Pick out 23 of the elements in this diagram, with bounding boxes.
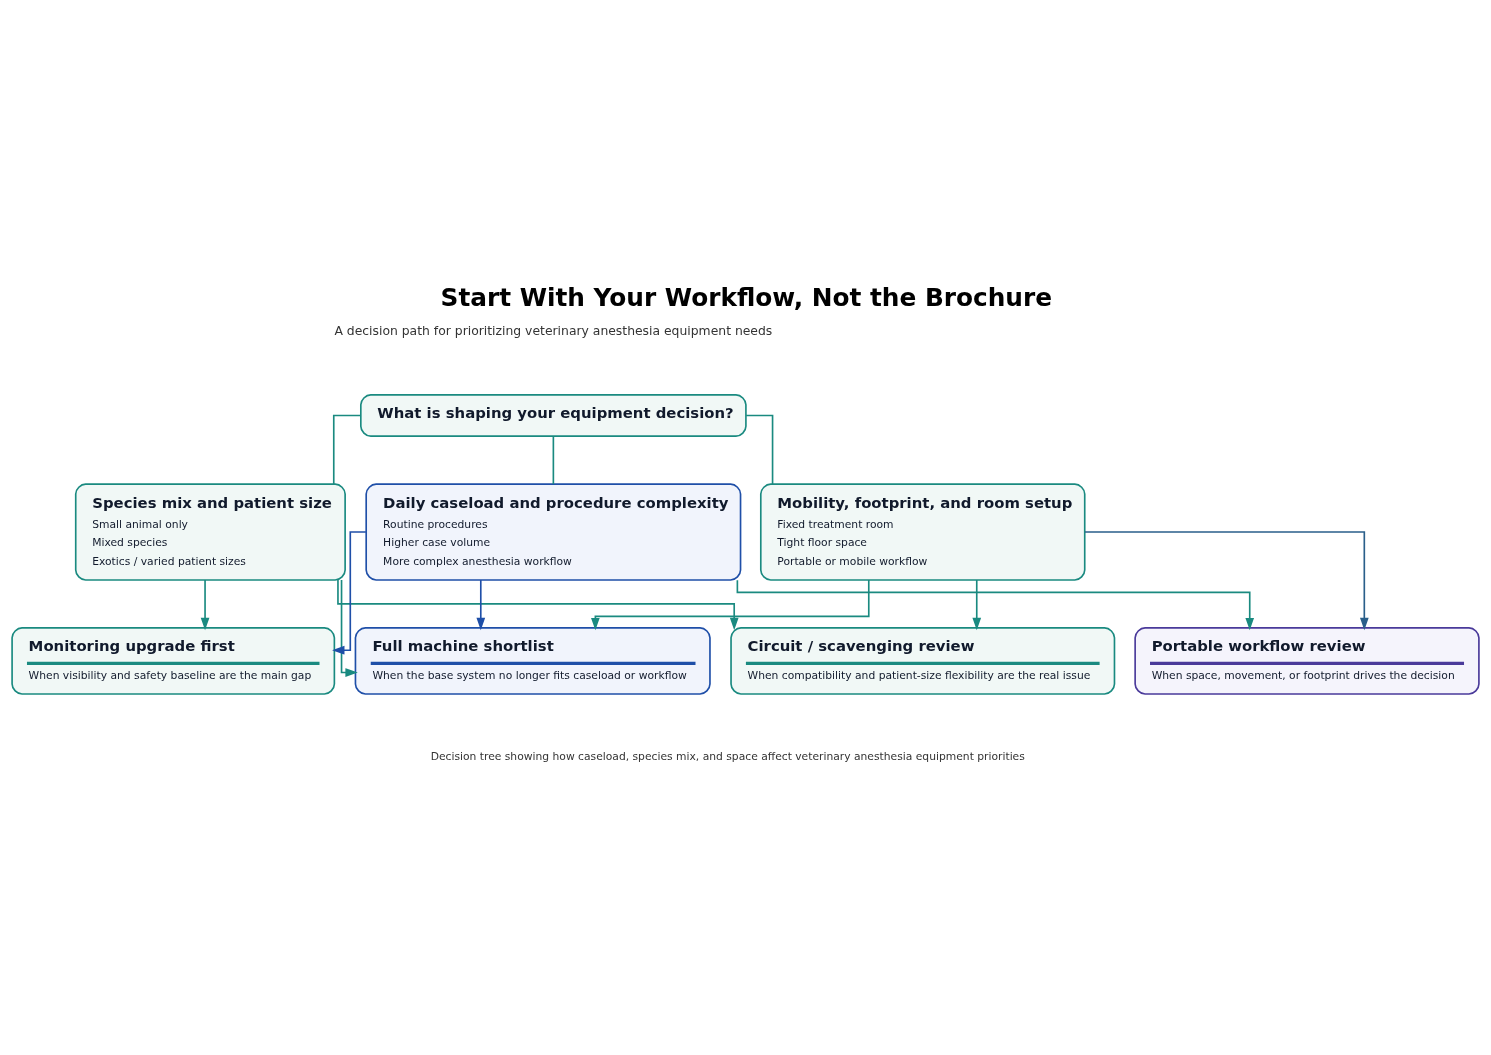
node-box: Circuit / scavenging review When compatibility and patient-size flexibility are the real issue	[730, 627, 1116, 695]
node-box: Full machine shortlist When the base system no longer fits caseload or workflow	[354, 627, 711, 695]
arrow	[476, 579, 486, 631]
node-box: What is shaping your equipment decision?	[360, 394, 747, 437]
connector	[332, 414, 362, 485]
node-box: Daily caseload and procedure complexity Routine procedures Higher case volume More complex anesthesia workflow	[365, 483, 742, 581]
node-box: Species mix and patient size Small animal only Mixed species Exotics / varied patient sizes	[74, 483, 346, 581]
arrow	[1084, 531, 1369, 631]
connector	[552, 435, 555, 485]
arrow	[332, 531, 367, 655]
node-box: Mobility, footprint, and room setup Fixed treatment room Tight floor space Portable or mobile workflow	[759, 483, 1086, 581]
node-box: Portable workflow review When space, movement, or footprint drives the decision	[1134, 627, 1480, 695]
arrow	[736, 579, 1255, 631]
label: A decision path for prioritizing veterinary anesthesia equipment needs	[334, 322, 773, 338]
diagram-title: Start With Your Workflow, Not the Brochure	[440, 282, 1053, 312]
arrow	[340, 579, 358, 677]
node-box: Monitoring upgrade first When visibility and safety baseline are the main gap	[11, 627, 336, 695]
arrow	[972, 579, 982, 631]
arrow	[337, 579, 739, 631]
arrow	[591, 579, 870, 631]
caption: Decision tree showing how caseload, species mix, and space affect veterinary anesthesia equipment priorities	[430, 749, 1025, 763]
connector	[745, 414, 774, 485]
arrow	[200, 579, 210, 631]
